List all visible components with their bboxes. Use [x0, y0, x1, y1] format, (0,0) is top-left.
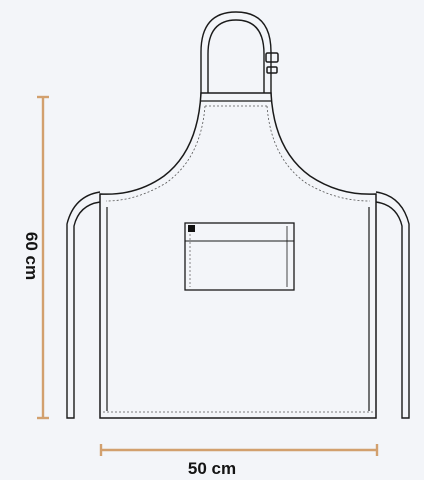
neck-strap: [200, 11, 272, 96]
apron-body: [99, 92, 377, 419]
height-dimension-line: [37, 95, 49, 420]
width-dimension-line: [99, 444, 379, 456]
pocket-label-marker: [188, 225, 195, 232]
waist-tie-right: [375, 191, 410, 419]
height-dimension-label: 60 cm: [22, 231, 41, 281]
waist-tie-left: [66, 191, 101, 419]
width-dimension-label: 50 cm: [187, 459, 237, 478]
stitching: [103, 105, 373, 413]
buckle-icon: [265, 52, 279, 74]
pocket: [184, 222, 295, 291]
